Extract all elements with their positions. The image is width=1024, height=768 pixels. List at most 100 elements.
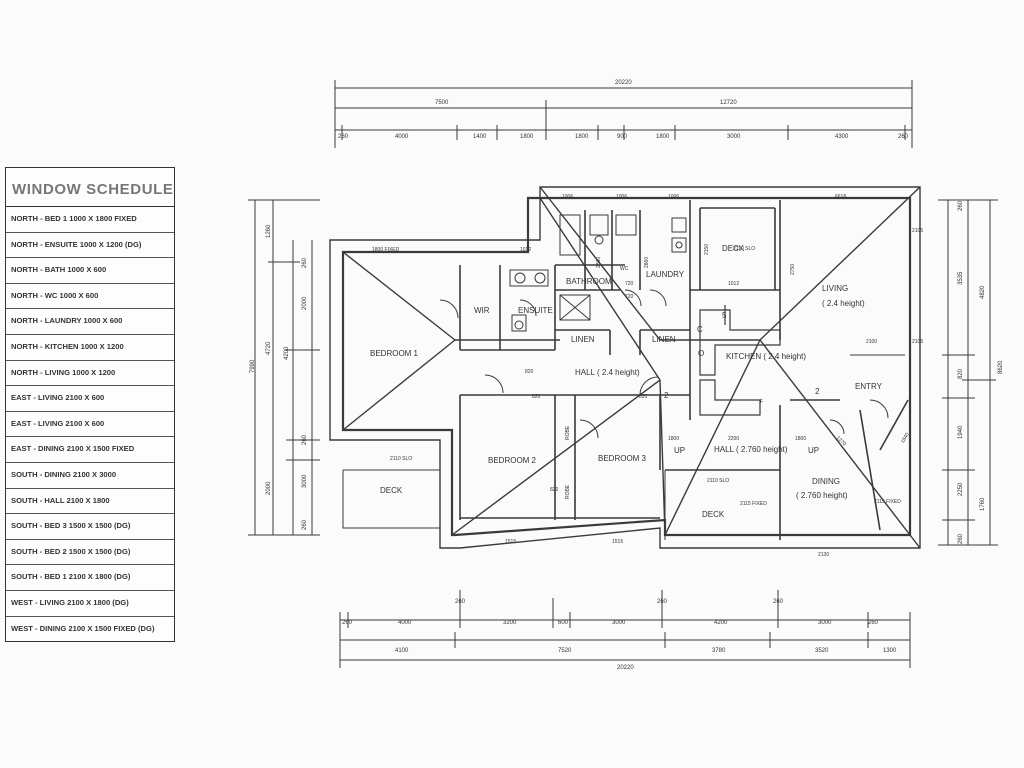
window-label: 2115 FIXED — [740, 501, 767, 507]
room-label-bathroom: BATHROOM — [566, 277, 612, 286]
room-label-hall-1: HALL ( 2.4 height) — [575, 368, 640, 377]
dim-right-mark: 260 — [958, 200, 964, 211]
room-label-wir: WIR — [474, 306, 490, 315]
dim-right-b: 4820 — [980, 285, 986, 299]
kitchen-mark: O — [698, 349, 704, 358]
dim-left-a: 2000 — [266, 481, 272, 495]
window-labels: 1800 FIXED 1012 1006 1006 1006 6618 2110… — [372, 194, 923, 558]
dim-label: 2860 — [596, 257, 602, 268]
stair-up-label-1: UP — [674, 446, 685, 455]
dim-label: 2860 — [644, 257, 650, 268]
room-label-deck-s: DECK — [702, 510, 725, 519]
schedule-row: EAST - DINING 2100 X 1500 FIXED — [6, 437, 174, 463]
room-label-deck-w: DECK — [380, 486, 403, 495]
room-label-living-height: ( 2.4 height) — [822, 299, 865, 308]
bottom-dimension-lines — [339, 590, 911, 668]
dim-left-a: 1260 — [266, 224, 272, 238]
top-dimension-lines — [334, 80, 913, 148]
kitchen-bench — [699, 305, 781, 416]
stair-mark: 2 — [664, 391, 669, 400]
dim-top-seg: 3000 — [727, 134, 741, 140]
window-label: 1012 — [728, 281, 739, 287]
dim-label: 2200 — [728, 436, 739, 442]
dim-bottom-b: 7520 — [558, 648, 572, 654]
window-label: 1515 — [612, 539, 623, 545]
dim-bottom-a: 3200 — [503, 620, 517, 626]
dim-right-a: 1760 — [980, 497, 986, 511]
interior-walls — [459, 200, 909, 540]
dim-bottom-mark: 260 — [773, 599, 784, 605]
window-label: 6618 — [835, 194, 846, 200]
dim-top-left: 7500 — [435, 100, 449, 106]
window-schedule-title: WINDOW SCHEDULE — [6, 168, 174, 207]
room-label-robe-2: ROBE — [565, 484, 571, 499]
dim-left-b: 260 — [302, 257, 308, 268]
dim-top-seg: 1800 — [656, 134, 670, 140]
schedule-row: SOUTH - BED 1 2100 X 1800 (DG) — [6, 565, 174, 591]
kitchen-mark: 5 — [722, 311, 727, 320]
dim-right-a: 3535 — [958, 271, 964, 285]
window-label: 2105 — [912, 339, 923, 345]
window-label: 1006 — [562, 194, 573, 200]
schedule-row: SOUTH - BED 2 1500 X 1500 (DG) — [6, 540, 174, 566]
window-label: 1012 — [520, 247, 531, 253]
window-label: 2115 FIXED — [874, 499, 901, 505]
window-label: 2130 — [818, 552, 829, 558]
window-label: 2100 — [866, 339, 877, 345]
dim-bottom-b: 3520 — [815, 648, 829, 654]
room-label-hall-2: HALL ( 2.760 height) — [714, 445, 788, 454]
room-label-ensuite: ENSUITE — [518, 306, 553, 315]
schedule-row: EAST - LIVING 2100 X 600 — [6, 386, 174, 412]
dim-bottom-a: 4200 — [714, 620, 728, 626]
dim-bottom-total: 20220 — [617, 665, 634, 671]
dim-right-a: 820 — [958, 368, 964, 379]
window-label: 2110 SLO — [733, 246, 755, 252]
schedule-row: EAST - LIVING 2100 X 600 — [6, 412, 174, 438]
dimension-labels: 20220 7500 12720 260 4000 1400 1800 1800… — [250, 80, 1004, 671]
dim-top-seg: 4000 — [395, 134, 409, 140]
dim-left-c: 4200 — [284, 346, 290, 360]
dim-bottom-a: 3000 — [818, 620, 832, 626]
dim-left-a: 4720 — [266, 341, 272, 355]
window-label: 1006 — [616, 194, 627, 200]
dim-label: 1800 — [795, 436, 806, 442]
schedule-row: NORTH - BATH 1000 X 600 — [6, 258, 174, 284]
dim-label: 2150 — [704, 244, 710, 255]
dim-bottom-a: 4000 — [398, 620, 412, 626]
room-label-entry: ENTRY — [855, 382, 883, 391]
stair-mark: 2 — [815, 387, 820, 396]
fixtures — [509, 214, 687, 332]
kitchen-mark: F — [760, 399, 763, 405]
dim-bottom-b: 3780 — [712, 648, 726, 654]
room-labels: BEDROOM 1 WIR ENSUITE BATHROOM LAUNDRY L… — [370, 244, 883, 519]
window-label: 1800 FIXED — [372, 247, 400, 253]
door-label: 820 — [532, 394, 541, 400]
schedule-row: SOUTH - BED 3 1500 X 1500 (DG) — [6, 514, 174, 540]
dim-right-outer: 8620 — [998, 360, 1004, 374]
room-label-bedroom2: BEDROOM 2 — [488, 456, 537, 465]
room-label-dining-height: ( 2.760 height) — [796, 491, 848, 500]
dim-left-b: 2000 — [302, 296, 308, 310]
schedule-row: NORTH - BED 1 1000 X 1800 FIXED — [6, 207, 174, 233]
room-label-kitchen: KITCHEN ( 2.4 height) — [726, 352, 806, 361]
dim-top-seg: 900 — [617, 134, 628, 140]
dim-right-a: 260 — [958, 533, 964, 544]
kitchen-mark: C — [697, 325, 703, 334]
schedule-row: NORTH - LIVING 1000 X 1200 — [6, 361, 174, 387]
door-label: 720 — [625, 281, 634, 287]
dim-label: 1800 — [668, 436, 679, 442]
room-label-living: LIVING — [822, 284, 848, 293]
schedule-row: NORTH - KITCHEN 1000 X 1200 — [6, 335, 174, 361]
dim-left-outer: 7990 — [250, 359, 256, 373]
schedule-row: WEST - LIVING 2100 X 1800 (DG) — [6, 591, 174, 617]
dim-bottom-b: 4100 — [395, 648, 409, 654]
dim-top-seg: 260 — [338, 134, 349, 140]
dim-bottom-mark: 260 — [657, 599, 668, 605]
right-dimension-lines — [938, 199, 998, 546]
dim-left-b: 260 — [302, 519, 308, 530]
stair-up-label-2: UP — [808, 446, 819, 455]
schedule-row: NORTH - ENSUITE 1000 X 1200 (DG) — [6, 233, 174, 259]
door-label: 820 — [639, 394, 648, 400]
dim-label: 1840 — [900, 432, 911, 445]
